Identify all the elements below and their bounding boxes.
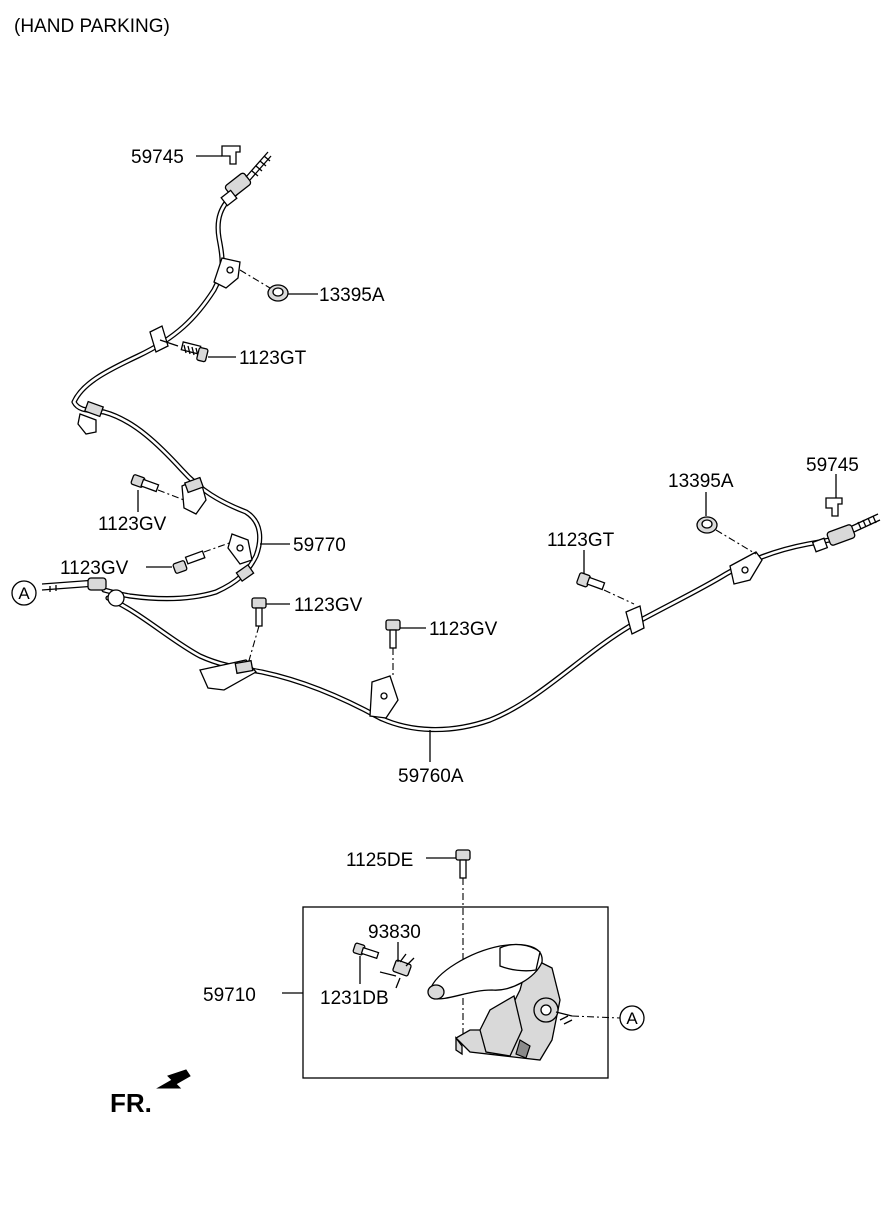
bolt-1123gt-right-icon (576, 572, 635, 605)
left-cable-corner-clamp (77, 400, 105, 435)
switch-93830-icon (379, 953, 415, 989)
nut-13395a-left-icon (239, 269, 289, 302)
front-direction-indicator: FR. (110, 1069, 191, 1118)
parking-brake-lever-icon[interactable] (427, 943, 573, 1061)
right-cable-bracket-upper (729, 551, 763, 585)
front-arrow-icon (156, 1069, 191, 1089)
label-59745-right: 59745 (806, 455, 859, 476)
bolt-1123gv-4-icon (385, 619, 401, 678)
label-1231db: 1231DB (320, 988, 389, 1009)
right-cable-bracket-middle (625, 605, 645, 635)
clip-59745-right-icon (825, 497, 843, 517)
left-cable-bracket-lower (181, 476, 207, 515)
bolt-1123gv-3-icon (247, 597, 267, 665)
svg-text:A: A (626, 1009, 638, 1028)
label-59710: 59710 (203, 985, 256, 1006)
bolt-1123gt-left-icon (180, 341, 209, 363)
label-93830: 93830 (368, 922, 421, 943)
leader-lines (137, 155, 837, 1019)
bolt-1123gv-1-icon (130, 474, 185, 501)
screw-1231db-icon (352, 942, 380, 960)
label-1123gv-3: 1123GV (294, 595, 363, 616)
left-cable-bracket-side (227, 533, 253, 565)
left-cable-59770[interactable] (71, 190, 263, 602)
left-cable-bracket-middle (149, 325, 179, 353)
bolt-1123gv-2-icon (172, 541, 233, 574)
label-59770: 59770 (293, 535, 346, 556)
label-1123gv-2: 1123GV (60, 558, 129, 579)
left-cable-clip (235, 563, 255, 583)
clip-59745-left-icon (221, 145, 241, 165)
cable-ends-at-equalizer (41, 577, 125, 607)
svg-text:A: A (18, 584, 30, 603)
right-cable-floor-bracket (199, 659, 257, 691)
label-59745-left: 59745 (131, 147, 184, 168)
left-cable-end-fitting (220, 151, 272, 207)
label-1125de: 1125DE (346, 850, 413, 871)
bolt-1125de-icon (455, 849, 471, 1034)
nut-13395a-right-icon (696, 516, 757, 555)
reference-marker-a-right: A (619, 1005, 645, 1031)
label-1123gv-4: 1123GV (429, 619, 498, 640)
left-cable-bracket-upper (213, 257, 241, 289)
label-13395a-right: 13395A (668, 471, 734, 492)
label-1123gt-left: 1123GT (239, 348, 307, 369)
label-59760a: 59760A (398, 766, 464, 787)
label-13395a-left: 13395A (319, 285, 385, 306)
front-label: FR. (110, 1088, 152, 1118)
right-cable-bracket-center (369, 675, 399, 719)
label-1123gt-right: 1123GT (547, 530, 615, 551)
right-cable-end-fitting (811, 513, 881, 553)
label-1123gv-1: 1123GV (98, 514, 167, 535)
reference-marker-a-left: A (11, 580, 37, 606)
diagram-title: (HAND PARKING) (14, 16, 170, 37)
